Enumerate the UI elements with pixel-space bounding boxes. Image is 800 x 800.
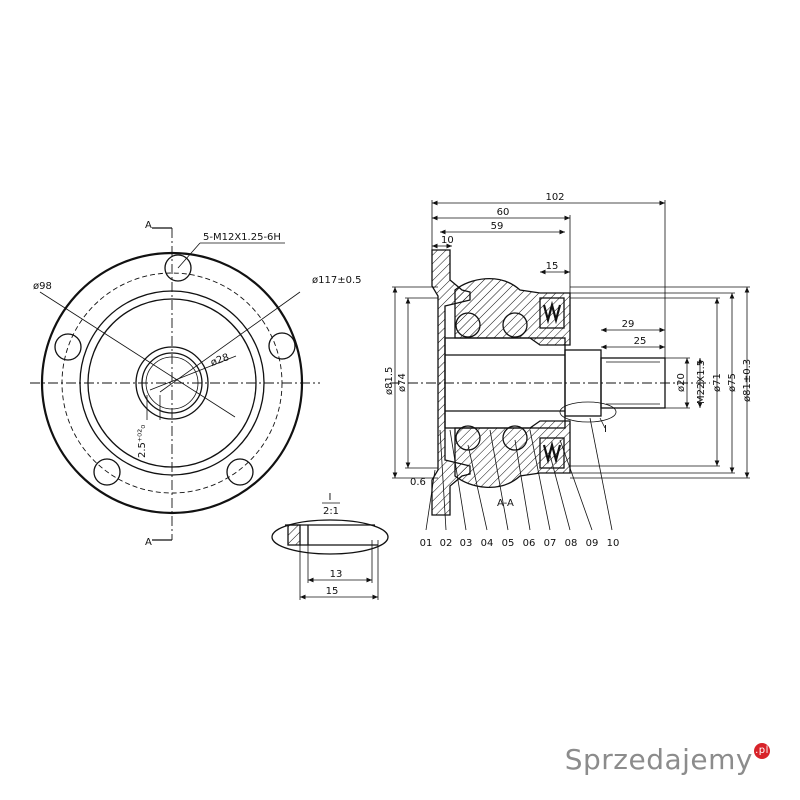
front-view: A A 5-M12X1.25-6H ø98 ø117±0.5 ø28 2.5⁺⁰… bbox=[30, 220, 362, 548]
depth-label: 2.5⁺⁰²₀ bbox=[137, 425, 148, 458]
dia-20: ø20 bbox=[676, 373, 687, 392]
dim-60: 60 bbox=[497, 207, 510, 218]
part-03: 03 bbox=[460, 538, 473, 549]
watermark: Sprzedajemy.pl bbox=[565, 743, 770, 776]
bolt-hole-2 bbox=[268, 332, 296, 360]
dia-98-label: ø98 bbox=[33, 281, 52, 292]
threaded-stub bbox=[600, 357, 666, 409]
dim-29: 29 bbox=[622, 319, 635, 330]
section-label: A-A bbox=[497, 498, 514, 509]
bolt-circle bbox=[61, 272, 283, 494]
thread-m22: M22X1.5 bbox=[696, 360, 707, 404]
bolt-hole-5 bbox=[54, 333, 82, 361]
part-10: 10 bbox=[607, 538, 620, 549]
section-mark-bottom: A bbox=[145, 537, 152, 548]
dia-71: ø71 bbox=[712, 373, 723, 392]
dia-81: ø81±0.3 bbox=[742, 359, 753, 402]
dim-25: 25 bbox=[634, 336, 647, 347]
part-02: 02 bbox=[440, 538, 453, 549]
detail-title-top: I bbox=[329, 492, 332, 503]
detail-dim-13: 13 bbox=[330, 569, 343, 580]
detail-dim-15: 15 bbox=[326, 586, 339, 597]
dia-81-5: ø81.5 bbox=[384, 367, 395, 395]
detail-ref-label: I bbox=[604, 424, 607, 435]
part-numbers: 01 02 03 04 05 06 07 08 09 10 bbox=[420, 538, 620, 549]
flange-outline bbox=[40, 251, 304, 515]
part-leaders bbox=[425, 417, 613, 531]
dim-10: 10 bbox=[441, 235, 454, 246]
watermark-suffix: .pl bbox=[754, 743, 770, 759]
section-view: I 102 60 59 10 15 29 25 ø81.5 ø74 0.6 bbox=[384, 192, 753, 549]
part-08: 08 bbox=[565, 538, 578, 549]
bolt-hole-1 bbox=[164, 254, 192, 282]
part-01: 01 bbox=[420, 538, 433, 549]
dim-59: 59 bbox=[491, 221, 504, 232]
thread-label: 5-M12X1.25-6H bbox=[203, 232, 281, 243]
part-07: 07 bbox=[544, 538, 557, 549]
section-mark-top: A bbox=[145, 220, 152, 231]
watermark-text: Sprzedajemy bbox=[564, 743, 753, 776]
bolt-hole-3 bbox=[226, 458, 254, 486]
detail-view: I 2:1 13 15 bbox=[271, 492, 389, 600]
bolt-hole-4 bbox=[93, 458, 121, 486]
dim-15: 15 bbox=[546, 261, 559, 272]
part-05: 05 bbox=[502, 538, 515, 549]
part-06: 06 bbox=[523, 538, 536, 549]
dia-74: ø74 bbox=[397, 373, 408, 392]
dim-0-6: 0.6 bbox=[410, 477, 426, 488]
detail-title-bottom: 2:1 bbox=[323, 506, 339, 517]
part-09: 09 bbox=[586, 538, 599, 549]
dim-102: 102 bbox=[545, 192, 564, 203]
dia-75: ø75 bbox=[727, 373, 738, 392]
dia-117-label: ø117±0.5 bbox=[312, 275, 362, 286]
hub-bottom bbox=[454, 420, 571, 489]
part-04: 04 bbox=[481, 538, 494, 549]
